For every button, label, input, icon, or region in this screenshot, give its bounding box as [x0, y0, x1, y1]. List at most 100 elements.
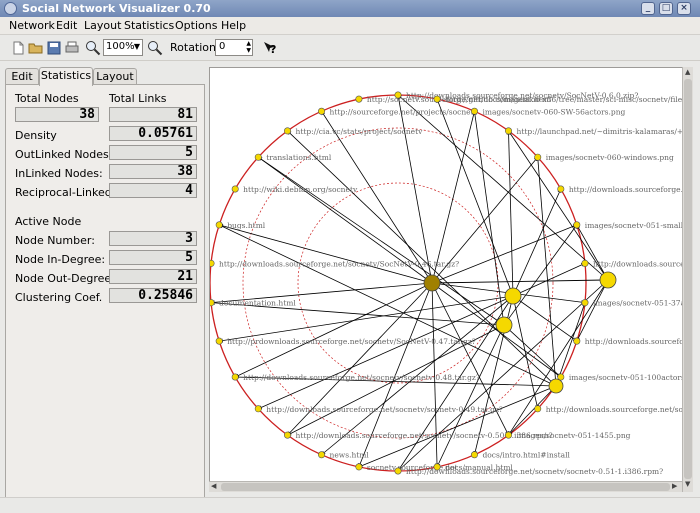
menu-network[interactable]: Network	[9, 19, 55, 32]
node-label[interactable]: http://launchpad.net/~dimitris-kalamaras…	[517, 127, 683, 136]
menu-edit[interactable]: Edit	[56, 19, 78, 32]
node[interactable]	[355, 463, 363, 471]
vertical-scrollbar[interactable]: ▲ ▼	[682, 67, 693, 492]
graph-canvas[interactable]: http://downloads.sourceforge.net/socnetv…	[209, 67, 693, 492]
print-icon[interactable]	[64, 40, 80, 56]
node-label[interactable]: http://downloads.sourceforge.net/socnetv…	[295, 431, 552, 440]
node[interactable]	[394, 91, 402, 99]
node-label[interactable]: http://downloads.sourceforge.net/socnetv…	[585, 337, 683, 346]
menu-options[interactable]: Options	[175, 19, 218, 32]
node[interactable]	[283, 431, 291, 439]
node-label[interactable]: images/socnetv-051-100actors.png	[569, 373, 683, 382]
node-label[interactable]: documentation.html	[219, 299, 296, 308]
node-label[interactable]: images/socnetv-060-windows.png	[546, 153, 674, 162]
scroll-down-icon[interactable]: ▼	[685, 480, 691, 488]
node-label[interactable]: http://wiki.debian.org/socnetv	[243, 185, 358, 194]
node[interactable]	[581, 259, 589, 267]
node-hub[interactable]	[423, 274, 441, 292]
node[interactable]	[355, 95, 363, 103]
node[interactable]	[318, 451, 326, 459]
node-label[interactable]: http://cia.vc/stats/project/socnetv	[295, 127, 423, 136]
node[interactable]	[210, 259, 215, 267]
scroll-right-icon[interactable]: ▶	[672, 482, 678, 490]
node-label[interactable]: http://socnetv.sourceforge.net/docs/manu…	[367, 95, 552, 104]
node-hub[interactable]	[548, 378, 564, 394]
node-label[interactable]: docs/intro.html#install	[482, 451, 570, 460]
node-label[interactable]: http://downloads.sourceforge.net/socnetv…	[266, 405, 503, 414]
maximize-button[interactable]: □	[659, 2, 673, 15]
node-hub[interactable]	[599, 271, 617, 289]
menu-help[interactable]: Help	[221, 19, 247, 32]
node-label[interactable]: images/socnetv-051-37actors-72links.png	[593, 299, 683, 308]
node-label[interactable]: http://prdownloads.sourceforge.net/socne…	[227, 337, 476, 346]
node[interactable]	[573, 221, 581, 229]
zoom-select[interactable]: 100% ▼	[103, 39, 143, 56]
menu-statistics[interactable]: Statistics	[124, 19, 175, 32]
node-label[interactable]: http://downloads.sourceforge.net/socnetv…	[546, 405, 683, 414]
open-folder-icon[interactable]	[28, 40, 44, 56]
node-label[interactable]: http://downloads.sourceforge.net/socnetv…	[569, 185, 683, 194]
node-hub[interactable]	[504, 287, 522, 305]
node[interactable]	[534, 153, 542, 161]
node-label[interactable]: translations.html	[266, 153, 332, 162]
horizontal-scrollbar[interactable]: ◀ ▶	[209, 481, 682, 492]
node-label[interactable]: socnetv.sourceforge.net	[367, 463, 458, 472]
rotation-spinbox[interactable]: 0 ▲▼	[215, 39, 253, 56]
node-label[interactable]: http://github.com/gentoo-x86/tree/master…	[445, 95, 683, 104]
node[interactable]	[433, 95, 441, 103]
node[interactable]	[433, 463, 441, 471]
node-label[interactable]: http://downloads.sourceforge.net/socnetv…	[406, 91, 638, 100]
minimize-button[interactable]: _	[641, 2, 655, 15]
node[interactable]	[581, 299, 589, 307]
zoom-in-icon[interactable]	[85, 40, 101, 56]
node[interactable]	[254, 405, 262, 413]
node-hub[interactable]	[495, 316, 513, 334]
scroll-left-icon[interactable]: ◀	[211, 482, 217, 490]
node[interactable]	[318, 107, 326, 115]
node[interactable]	[254, 153, 262, 161]
vertical-scroll-thumb[interactable]	[684, 79, 692, 479]
node-label[interactable]: http://downloads.sourceforge.net/socnetv…	[219, 259, 459, 268]
node[interactable]	[573, 337, 581, 345]
tab-edit[interactable]: Edit	[5, 68, 39, 85]
node-label[interactable]: http://sourceforge.net/projects/socnetv	[330, 107, 479, 116]
node[interactable]	[470, 107, 478, 115]
node[interactable]	[505, 431, 513, 439]
save-icon[interactable]	[46, 40, 62, 56]
close-button[interactable]: ×	[677, 2, 691, 15]
node[interactable]	[215, 337, 223, 345]
node[interactable]	[215, 221, 223, 229]
zoom-out-icon[interactable]	[147, 40, 163, 56]
node-label[interactable]: http://downloads.sourceforge.net/socnetv…	[243, 373, 480, 382]
node[interactable]	[505, 127, 513, 135]
node[interactable]	[394, 467, 402, 475]
new-file-icon[interactable]	[10, 40, 26, 56]
node[interactable]	[557, 185, 565, 193]
node-label[interactable]: http://downloads.sourceforge.net/socnetv…	[593, 259, 683, 268]
app-icon[interactable]	[4, 2, 17, 15]
node-label[interactable]: bugs.html	[227, 221, 266, 230]
node[interactable]	[231, 185, 239, 193]
tab-layout[interactable]: Layout	[93, 68, 137, 85]
network-graph[interactable]: http://downloads.sourceforge.net/socnetv…	[210, 68, 683, 482]
node-label[interactable]: images/socnetv-051-smallworld-300-actors…	[585, 221, 683, 230]
scroll-up-icon[interactable]: ▲	[685, 68, 691, 76]
node[interactable]	[210, 299, 215, 307]
node[interactable]	[231, 373, 239, 381]
node-label[interactable]: docs/manual.html	[445, 463, 513, 472]
node[interactable]	[470, 451, 478, 459]
node-label[interactable]: news.html	[330, 451, 370, 460]
reciprocal-label: Reciprocal-Linked:	[15, 186, 116, 199]
node[interactable]	[557, 373, 565, 381]
menu-layout[interactable]: Layout	[84, 19, 122, 32]
spin-arrows-icon[interactable]: ▲▼	[246, 40, 251, 54]
node[interactable]	[534, 405, 542, 413]
horizontal-scroll-thumb[interactable]	[221, 483, 670, 491]
node-label[interactable]: http://downloads.sourceforge.net/socnetv…	[406, 467, 663, 476]
whats-this-help-icon[interactable]: ?	[262, 40, 278, 56]
node-label[interactable]: images/socnetv-060-SW-56actors.png	[482, 107, 625, 116]
tab-statistics[interactable]: Statistics	[39, 67, 93, 86]
node-in-degree-value: 5	[109, 250, 197, 265]
node[interactable]	[283, 127, 291, 135]
node-label[interactable]: images/socnetv-051-1455.png	[517, 431, 631, 440]
